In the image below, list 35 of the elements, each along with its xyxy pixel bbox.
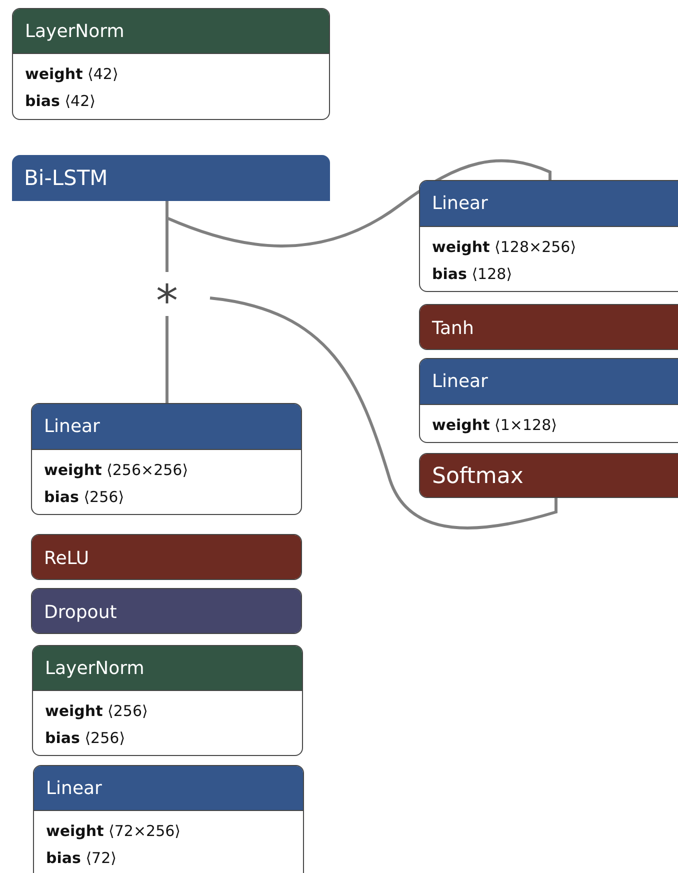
connector-line [166, 316, 168, 403]
layer-title: ReLU [44, 548, 90, 568]
layer-box [12, 155, 330, 201]
layer-box [31, 403, 302, 515]
layer-title: LayerNorm [45, 658, 144, 678]
parameter-text: bias ⟨256⟩ [45, 729, 126, 747]
layer-title: Linear [46, 778, 102, 798]
layer-title: Linear [44, 416, 100, 437]
layer-box [32, 645, 303, 756]
layer-title: Linear [432, 193, 488, 214]
layer-box [419, 358, 678, 443]
layer-box [419, 304, 678, 350]
layer-box [33, 765, 304, 873]
parameter-text: weight ⟨128×256⟩ [432, 238, 576, 256]
multiply-symbol: * [150, 280, 184, 316]
layer-title: Softmax [432, 464, 524, 489]
layer-title: LayerNorm [25, 20, 124, 42]
layer-title: Linear [432, 371, 488, 392]
parameter-text: weight ⟨1×128⟩ [432, 416, 557, 434]
parameter-text: weight ⟨256×256⟩ [44, 461, 188, 479]
layer-box [31, 534, 302, 580]
layer-box [419, 180, 678, 292]
layer-title: Tanh [432, 318, 474, 338]
parameter-text: bias ⟨42⟩ [25, 92, 96, 110]
parameter-text: weight ⟨256⟩ [45, 702, 148, 720]
layer-box [12, 8, 330, 120]
parameter-text: bias ⟨128⟩ [432, 265, 512, 283]
parameter-text: weight ⟨72×256⟩ [46, 822, 181, 840]
parameter-text: weight ⟨42⟩ [25, 65, 118, 83]
parameter-text: bias ⟨256⟩ [44, 488, 124, 506]
layer-box [31, 588, 302, 634]
layer-title: Dropout [44, 602, 117, 622]
layer-box [419, 453, 678, 498]
parameter-text: bias ⟨72⟩ [46, 849, 116, 867]
layer-title: Bi-LSTM [24, 166, 108, 190]
